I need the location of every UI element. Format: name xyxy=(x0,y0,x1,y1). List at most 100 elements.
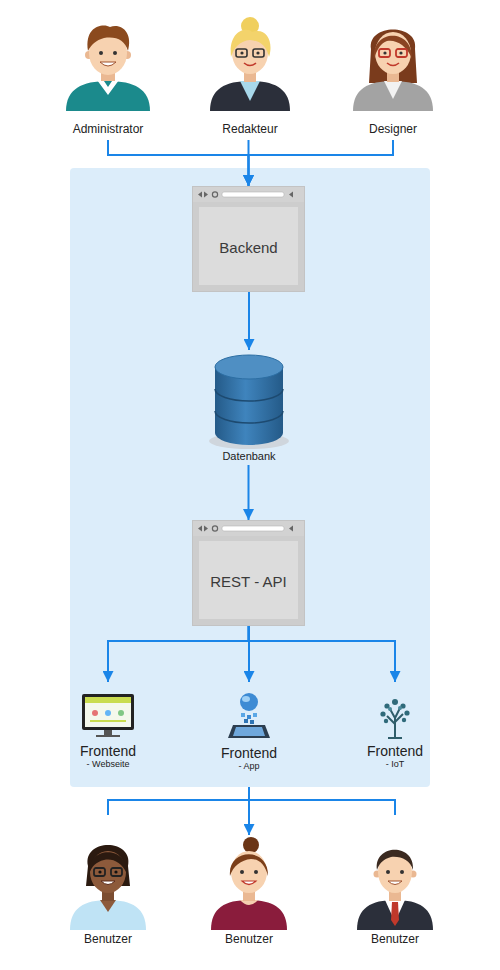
flow-arrow xyxy=(108,626,249,682)
avatar-head xyxy=(231,851,267,893)
person-figure: Administrator xyxy=(58,18,158,140)
avatar-eye xyxy=(256,51,259,54)
monitor-icon xyxy=(82,694,134,737)
app-cube xyxy=(250,720,254,724)
avatar-eye xyxy=(383,51,386,54)
tablet-screen xyxy=(233,727,265,736)
avatar-glasses xyxy=(379,49,390,57)
avatar-tie xyxy=(391,902,399,926)
flow-arrow xyxy=(248,626,250,682)
node-label: Frontend xyxy=(80,744,136,759)
avatar-collar xyxy=(97,78,119,95)
avatar-neck xyxy=(243,884,255,901)
frontend-node: Frontend- App xyxy=(199,682,299,772)
globe xyxy=(240,693,258,711)
avatar-neck xyxy=(244,65,256,82)
avatar-glasses xyxy=(236,49,247,57)
avatar-smile xyxy=(388,881,402,885)
avatar-smile xyxy=(387,63,399,66)
system-band xyxy=(70,168,430,787)
designer-avatar xyxy=(353,30,433,112)
node-label: Redakteur xyxy=(222,122,277,140)
database-node: Datenbank xyxy=(199,350,299,465)
avatar-body xyxy=(357,900,433,930)
node-label: Frontend xyxy=(367,744,423,759)
edge-group xyxy=(108,140,395,682)
avatar-eye xyxy=(99,51,103,55)
node-label: Datenbank xyxy=(222,450,275,465)
node-sublabel: - App xyxy=(238,761,259,772)
database-body xyxy=(215,367,283,445)
iot-tree-icon xyxy=(380,699,409,738)
avatar-smile xyxy=(100,62,116,66)
app-cube xyxy=(244,719,248,723)
api-chrome xyxy=(193,521,304,536)
avatar-neckline xyxy=(100,900,116,912)
avatar-ear xyxy=(410,871,417,878)
person-figure: Benutzer xyxy=(345,842,445,950)
avatar-eye xyxy=(399,51,402,54)
avatar-head xyxy=(378,851,412,893)
tree-node xyxy=(402,718,406,722)
avatar-eye xyxy=(240,51,243,54)
avatar-shirt xyxy=(385,900,405,922)
avatar-bun xyxy=(243,837,259,853)
avatar-hair xyxy=(87,25,129,51)
avatar-head xyxy=(89,31,127,75)
app-icon xyxy=(228,693,270,738)
app-cube xyxy=(247,715,251,719)
avatar-bun xyxy=(241,17,259,35)
avatar-hair-back xyxy=(369,30,417,84)
avatar-glasses xyxy=(396,49,407,57)
avatar-neck xyxy=(101,65,115,81)
avatar-body xyxy=(353,81,433,111)
database-ring xyxy=(215,411,283,423)
monitor-stand xyxy=(104,730,112,735)
avatar-glasses xyxy=(94,868,105,876)
avatar-body xyxy=(210,81,290,111)
avatar-eye xyxy=(254,870,258,874)
tree-ground xyxy=(388,737,402,739)
avatar-ear xyxy=(374,871,381,878)
tree-branches xyxy=(387,708,403,737)
database-shadow xyxy=(209,433,289,449)
node-label: Designer xyxy=(369,122,417,140)
avatar-ear xyxy=(123,51,131,59)
database-cylinder xyxy=(209,355,289,449)
avatar-ear xyxy=(85,51,93,59)
administrator-avatar xyxy=(66,25,150,111)
avatar-neck xyxy=(389,884,401,901)
node-label: Benutzer xyxy=(371,932,419,950)
monitor-screen xyxy=(85,697,131,727)
app-cube xyxy=(241,713,245,717)
avatar-eye xyxy=(114,870,117,873)
monitor-frame xyxy=(82,694,134,730)
avatar-eye xyxy=(386,870,390,874)
tree-node xyxy=(384,719,388,723)
frontend-node: Frontend- Webseite xyxy=(58,682,158,770)
avatar-glasses xyxy=(253,49,264,57)
editor-avatar xyxy=(210,17,290,111)
user-avatar xyxy=(357,850,433,930)
avatar-body xyxy=(211,900,287,930)
node-label: Administrator xyxy=(73,122,144,140)
tree-node xyxy=(384,703,389,708)
frontend-node: Frontend- IoT xyxy=(345,682,445,770)
flow-arrow xyxy=(248,140,250,186)
avatar-head xyxy=(232,32,268,74)
person-figure: Redakteur xyxy=(200,18,300,140)
avatar-eye xyxy=(98,870,101,873)
monitor-base xyxy=(96,735,120,737)
node-sublabel: - IoT xyxy=(386,759,405,770)
monitor-dot xyxy=(118,710,124,716)
avatar-head xyxy=(375,32,411,74)
flow-arrow xyxy=(248,292,250,350)
backend-chrome xyxy=(193,187,304,202)
database-ring xyxy=(215,389,283,401)
user-avatar xyxy=(211,837,287,930)
avatar-neckline xyxy=(240,900,258,905)
node-label: Backend xyxy=(219,239,277,257)
